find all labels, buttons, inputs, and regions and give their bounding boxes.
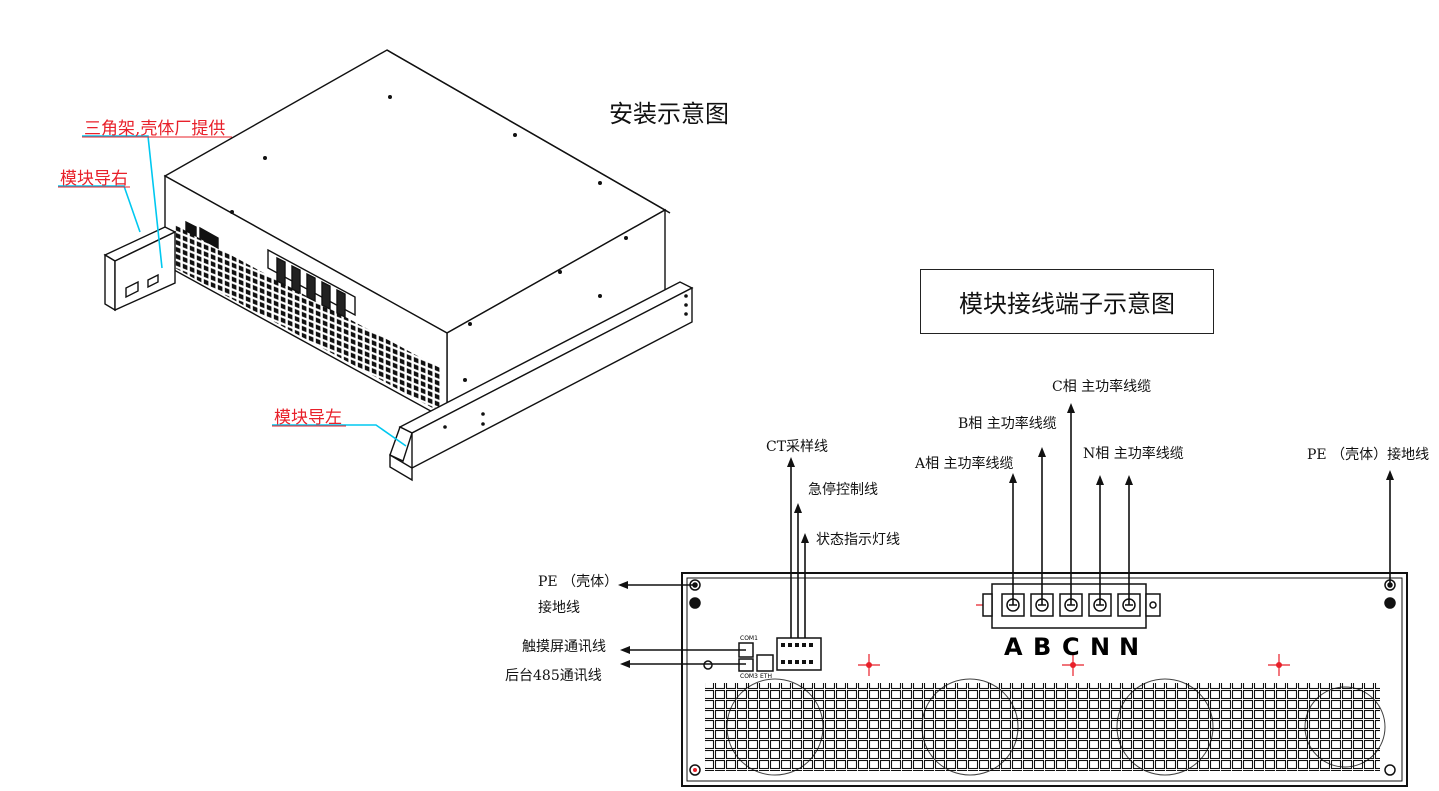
n-phase-label: N相 主功率线缆 xyxy=(1083,446,1184,462)
terminal-letter-n2: N xyxy=(1119,633,1140,661)
status-light-label: 状态指示灯线 xyxy=(816,532,900,548)
rail-left-label: 模块导左 xyxy=(274,408,342,428)
a-phase-label: A相 主功率线缆 xyxy=(915,456,1014,472)
com1-label: COM1 xyxy=(740,635,758,642)
terminal-letter-n1: N xyxy=(1090,633,1111,661)
pe-left-label-2: 接地线 xyxy=(538,600,580,616)
cabinet-isometric xyxy=(163,49,671,422)
ct-label: CT采样线 xyxy=(766,439,829,455)
eth-label: ETH xyxy=(760,673,772,680)
terminal-title: 模块接线端子示意图 xyxy=(920,269,1214,334)
b-phase-label: B相 主功率线缆 xyxy=(958,416,1057,432)
estop-label: 急停控制线 xyxy=(808,482,878,498)
pe-right-label: PE （壳体）接地线 xyxy=(1307,447,1430,463)
c-phase-label: C相 主功率线缆 xyxy=(1052,379,1152,395)
front-terminal-blocks xyxy=(267,248,356,319)
leader-lines xyxy=(58,135,407,447)
com-ports xyxy=(738,637,822,672)
touchscreen-label: 触摸屏通讯线 xyxy=(522,639,606,655)
rail-left-part xyxy=(389,281,694,482)
rs485-label: 后台485通讯线 xyxy=(505,668,602,684)
pe-left-label-1: PE （壳体） xyxy=(538,574,619,590)
cable-arrows xyxy=(618,403,1394,668)
rail-right-label: 模块导右 xyxy=(60,169,128,189)
install-title: 安装示意图 xyxy=(609,100,729,128)
bracket-label: 三角架,壳体厂提供 xyxy=(84,119,226,139)
terminal-letter-b: B xyxy=(1033,633,1052,661)
com3-label: COM3 xyxy=(740,673,758,680)
rail-right-part xyxy=(103,226,177,312)
terminal-letter-a: A xyxy=(1004,633,1023,661)
terminal-letter-c: C xyxy=(1062,633,1080,661)
module-front-panel xyxy=(681,572,1408,787)
corner-screws xyxy=(689,579,1396,776)
